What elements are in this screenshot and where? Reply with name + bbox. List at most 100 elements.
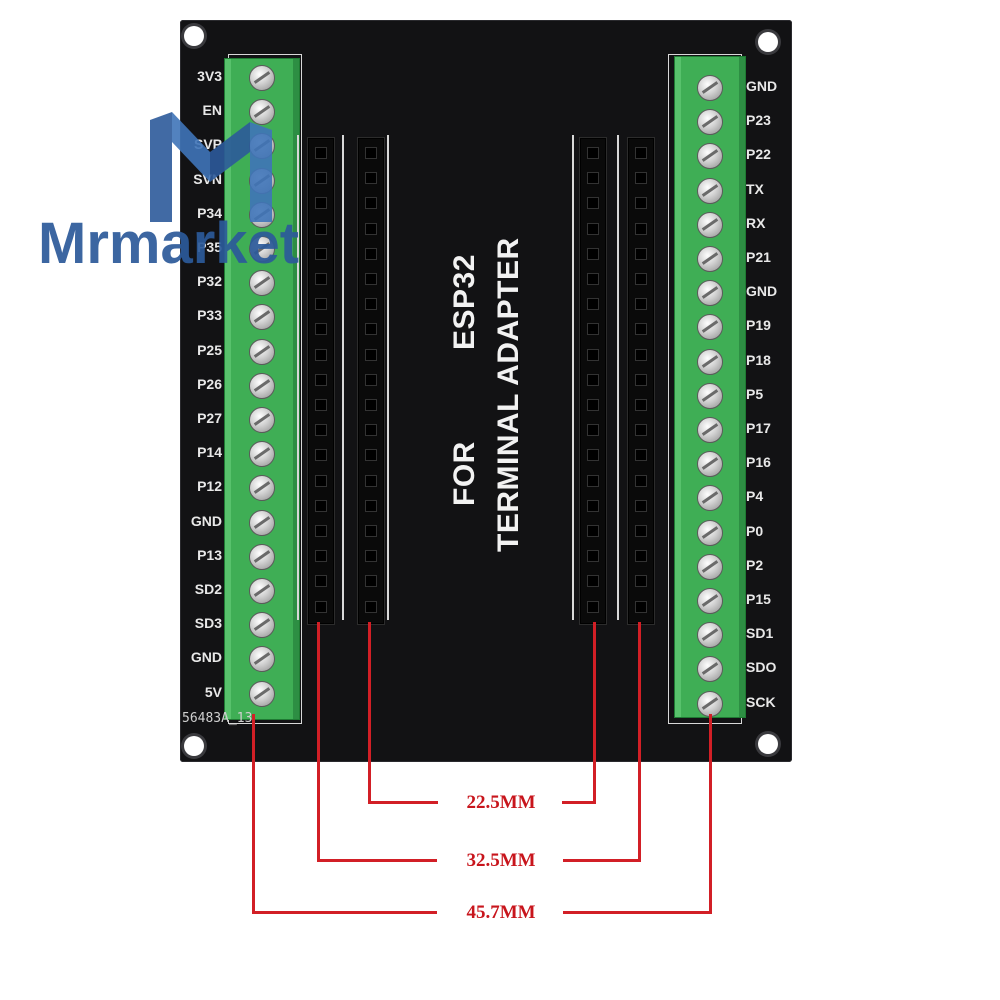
left-terminal-screw [249, 475, 275, 502]
header-socket [635, 399, 647, 411]
right-terminal-screw [697, 280, 723, 307]
silk-line-left-inner-2 [387, 135, 389, 620]
left-terminal-screw [249, 133, 275, 160]
header-socket [635, 525, 647, 537]
dimension-label-middle: 32.5MM [466, 850, 536, 871]
header-socket [635, 575, 647, 588]
header-socket [587, 298, 599, 311]
female-header-1 [308, 138, 334, 624]
header-socket [315, 575, 327, 588]
part-code: 56483A_13 [182, 711, 253, 726]
header-socket [365, 525, 377, 537]
left-pin-label: P13 [197, 546, 222, 563]
right-pin-label: P21 [746, 249, 771, 265]
dimension-label-inner: 22.5MM [466, 792, 536, 813]
header-socket [635, 348, 647, 361]
right-terminal-screw [697, 211, 723, 238]
mounting-hole-bottom-right [758, 734, 778, 754]
left-pin-label: P33 [197, 307, 222, 324]
header-socket [635, 323, 647, 336]
header-socket [315, 172, 327, 185]
mounting-hole-top-right [758, 32, 778, 52]
silk-line-right-inner-2 [617, 135, 619, 620]
dimension-label-outer: 45.7MM [466, 902, 536, 923]
right-terminal-screw [697, 656, 723, 683]
header-socket [587, 474, 599, 487]
right-terminal-screw [697, 622, 723, 649]
left-pin-label: 3V3 [197, 68, 222, 84]
header-socket [365, 273, 377, 285]
header-socket [315, 600, 327, 613]
silk-line-right-inner [572, 135, 574, 620]
left-pin-label: P32 [197, 273, 222, 290]
header-socket [587, 449, 599, 462]
right-pin-label: P5 [746, 385, 764, 402]
left-terminal-screw [249, 612, 275, 639]
header-socket [635, 600, 647, 613]
header-socket [635, 474, 647, 487]
right-terminal-screw [697, 588, 723, 614]
left-pin-label: EN [202, 102, 222, 119]
left-pin-label: SD2 [194, 581, 222, 597]
header-socket [635, 449, 647, 462]
header-socket [635, 247, 647, 260]
right-pin-label: P18 [746, 351, 771, 368]
right-pin-label: P23 [746, 112, 771, 129]
right-pin-label: SCK [746, 693, 776, 710]
left-pin-label: P34 [197, 204, 222, 221]
left-screw-terminal-block [224, 58, 300, 720]
left-terminal-screw [249, 509, 275, 536]
left-terminal-screw [249, 680, 275, 707]
header-socket [635, 550, 647, 563]
right-pin-label: P15 [746, 591, 771, 607]
left-terminal-screw [249, 304, 275, 331]
right-pin-label: SDO [746, 659, 777, 676]
left-terminal-screw [249, 441, 275, 468]
header-socket [365, 474, 377, 487]
right-terminal-screw [697, 690, 723, 717]
left-pin-label: GND [190, 512, 222, 529]
header-socket [587, 424, 599, 437]
header-socket [587, 247, 599, 260]
left-terminal-screw [249, 578, 275, 604]
left-pin-label: SD3 [194, 615, 222, 632]
header-socket [315, 525, 327, 537]
header-socket [365, 147, 377, 159]
header-socket [635, 172, 647, 185]
right-pin-label: P2 [746, 556, 764, 573]
female-header-4 [628, 138, 654, 624]
header-socket [365, 550, 377, 563]
left-pin-label: SVP [193, 136, 222, 153]
header-socket [315, 147, 327, 159]
mounting-hole-top-left [184, 26, 204, 46]
header-socket [365, 348, 377, 361]
right-pin-label: P4 [746, 488, 764, 505]
right-pin-label: P16 [746, 454, 771, 471]
left-terminal-screw [249, 201, 275, 228]
header-socket [587, 373, 599, 386]
left-pin-label: P27 [197, 410, 222, 426]
header-socket [587, 147, 599, 159]
right-terminal-screw [697, 314, 723, 341]
right-pin-label: P0 [746, 522, 764, 539]
header-socket [365, 373, 377, 386]
left-terminal-screw [249, 646, 275, 673]
header-socket [315, 348, 327, 361]
header-socket [587, 222, 599, 235]
header-socket [635, 222, 647, 235]
right-pin-label: TX [746, 180, 764, 197]
header-socket [587, 323, 599, 336]
header-socket [365, 197, 377, 210]
header-socket [365, 298, 377, 311]
header-socket [315, 449, 327, 462]
right-terminal-screw [697, 485, 723, 512]
right-terminal-screw [697, 143, 723, 170]
right-terminal-screw [697, 348, 723, 375]
header-socket [587, 197, 599, 210]
header-socket [315, 197, 327, 210]
right-terminal-screw [697, 75, 723, 101]
right-pin-label: GND [746, 283, 778, 300]
header-socket [587, 348, 599, 361]
